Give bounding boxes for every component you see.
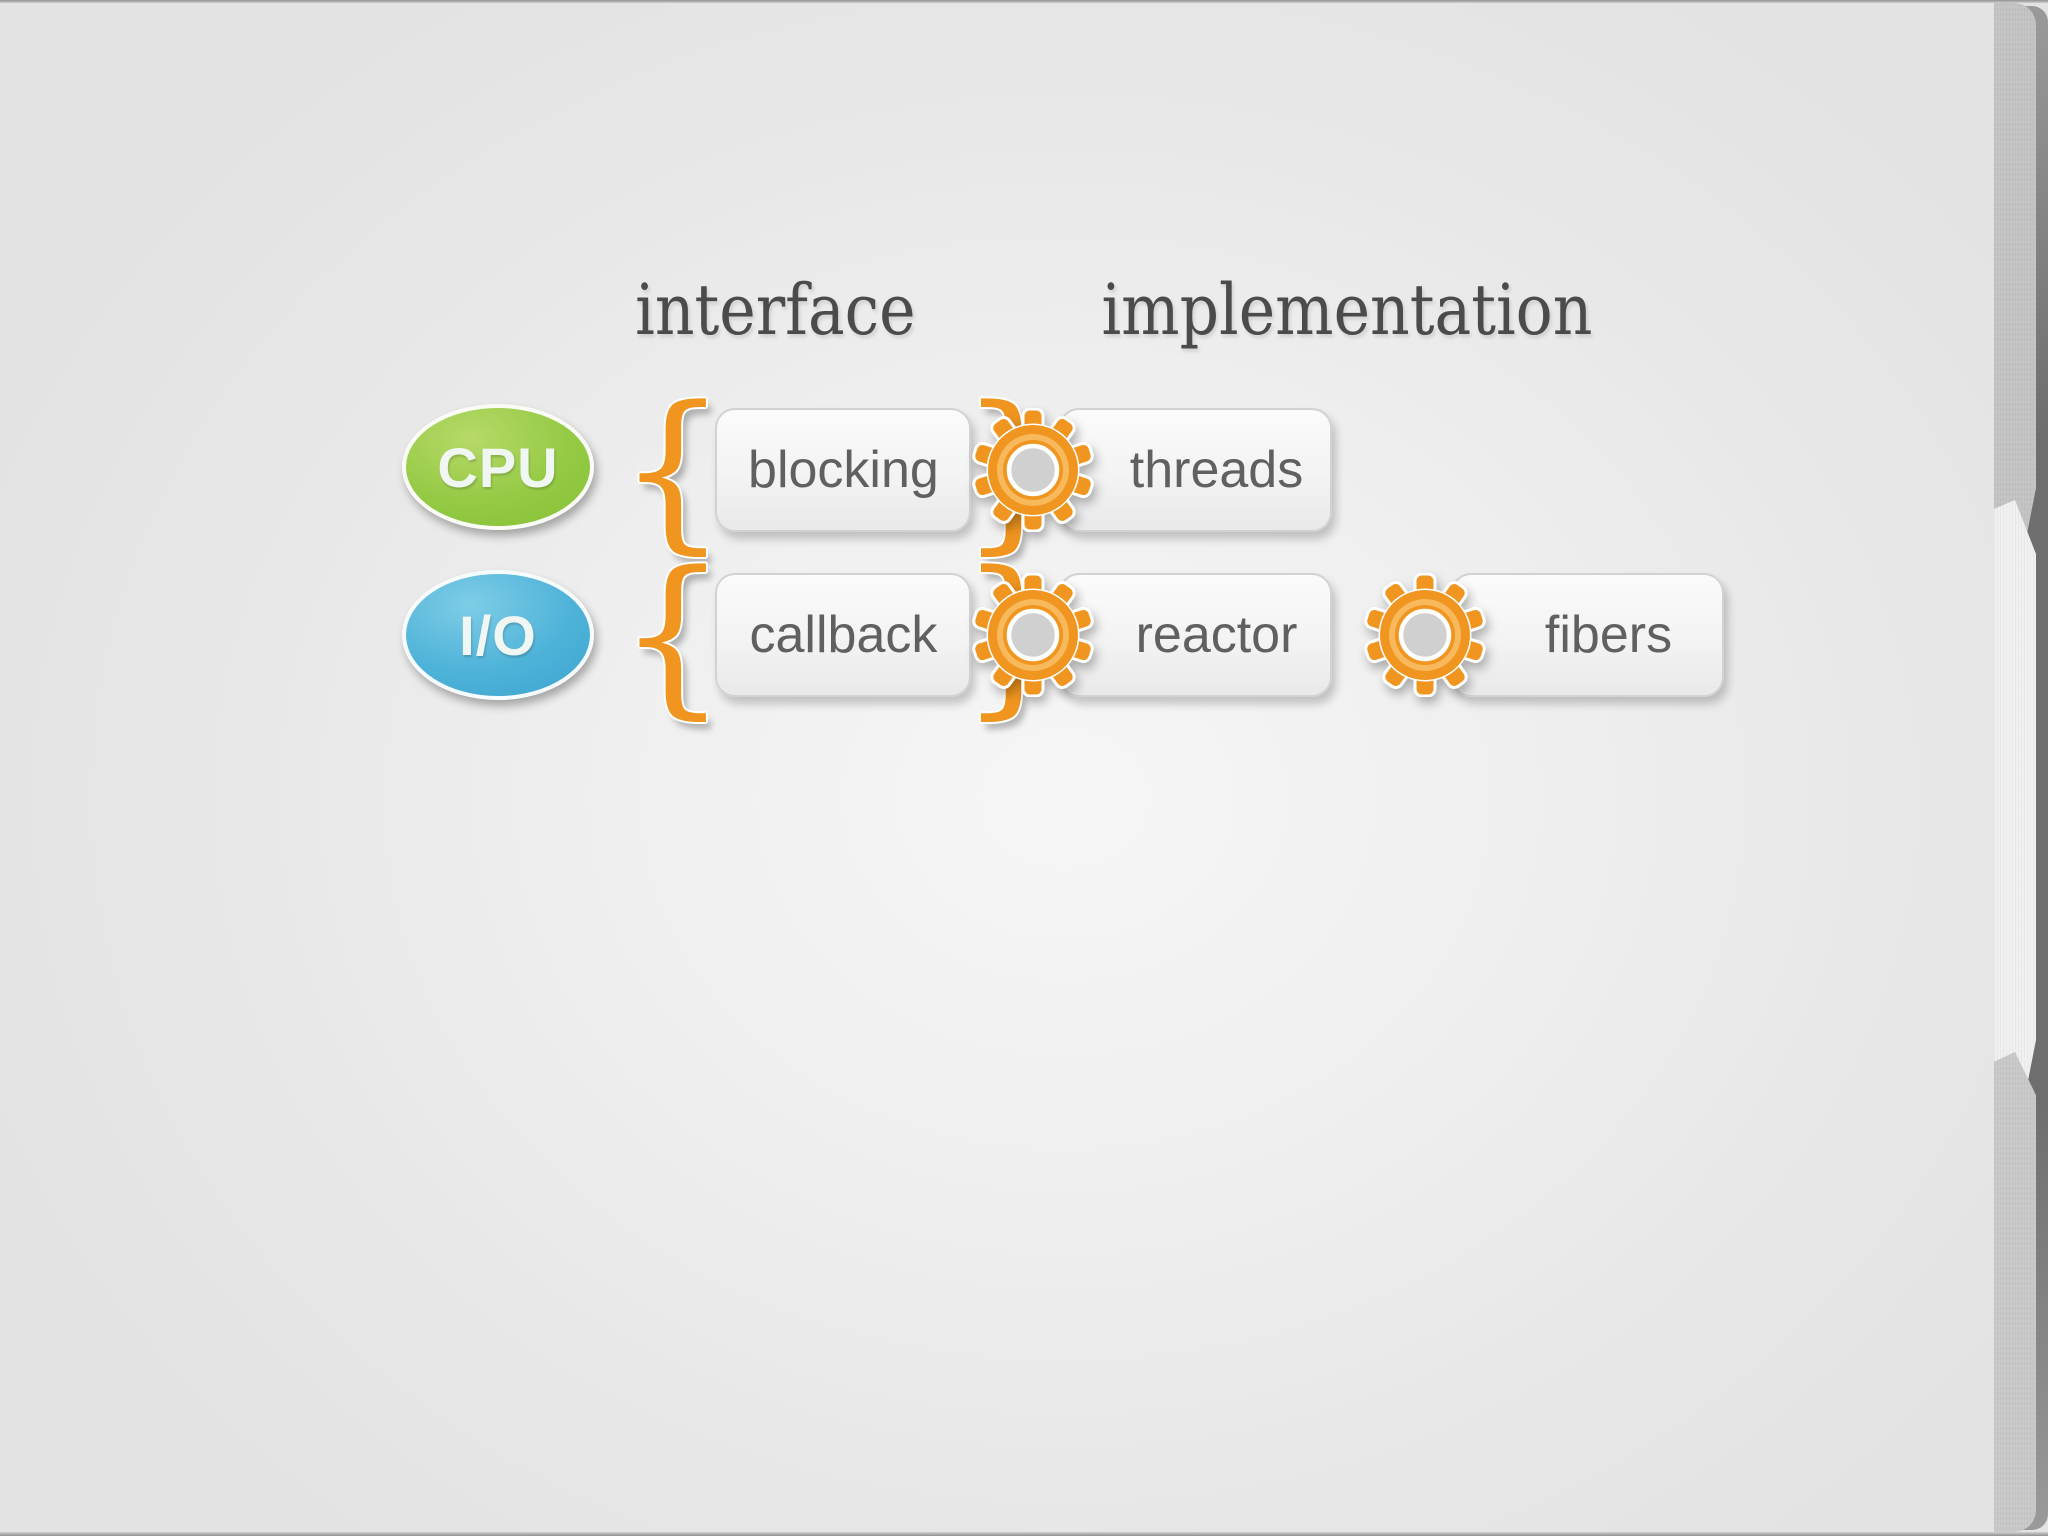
interface-panel-callback: callback — [715, 573, 972, 697]
column-header-interface-label: interface — [634, 269, 916, 351]
implementation-label-reactor: reactor — [1135, 606, 1298, 664]
gear-icon — [971, 408, 1095, 532]
page-sheet-top — [1994, 3, 2036, 548]
slide-bottom-border — [0, 1532, 2048, 1536]
brace-left-icon: { — [618, 369, 728, 570]
interface-panel-blocking: blocking — [715, 408, 972, 532]
implementation-panel-fibers: fibers — [1451, 573, 1724, 697]
implementation-label-threads: threads — [1129, 441, 1304, 499]
column-header-implementation-label: implementation — [1101, 269, 1593, 351]
implementation-label-fibers: fibers — [1544, 606, 1673, 664]
column-header-interface: interface — [525, 258, 1025, 362]
page-sheet-bottom — [1994, 1052, 2036, 1532]
category-badge-io: I/O — [402, 570, 594, 700]
implementation-panel-reactor: reactor — [1059, 573, 1332, 697]
category-badge-cpu-label: CPU — [437, 435, 559, 499]
brace-left-icon: { — [618, 534, 728, 735]
gear-icon — [1363, 573, 1487, 697]
gear-icon — [971, 573, 1095, 697]
implementation-box-fibers: fibers — [1363, 573, 1724, 697]
slide-top-border — [0, 0, 2048, 3]
interface-label-callback: callback — [749, 606, 938, 664]
category-badge-io-label: I/O — [459, 603, 537, 667]
page-sheet-middle — [1994, 500, 2036, 1100]
column-header-implementation: implementation — [1097, 258, 1597, 362]
implementation-panel-threads: threads — [1059, 408, 1332, 532]
implementation-box-reactor: reactor — [971, 573, 1332, 697]
category-badge-cpu: CPU — [402, 404, 594, 530]
implementation-box-threads: threads — [971, 408, 1332, 532]
page-curl[interactable] — [1994, 0, 2048, 1536]
interface-label-blocking: blocking — [748, 441, 939, 499]
